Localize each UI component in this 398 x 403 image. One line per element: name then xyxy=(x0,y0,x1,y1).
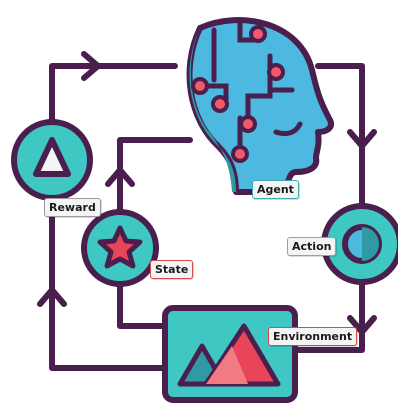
reward-node xyxy=(11,119,93,201)
mountain-icon xyxy=(177,323,281,387)
environment-node xyxy=(162,305,298,403)
reward-to-agent-line xyxy=(49,63,178,131)
agent-to-action-line xyxy=(315,63,365,211)
arrow-icon xyxy=(347,315,377,335)
arrows xyxy=(37,51,377,335)
action-label: Action xyxy=(287,237,337,256)
env-to-state-line xyxy=(117,279,168,329)
reward-label: Reward xyxy=(44,198,101,217)
arrow-icon xyxy=(37,287,67,307)
arrow-icon xyxy=(105,167,135,187)
arrow-icon xyxy=(347,129,377,149)
loop-lines xyxy=(49,63,365,371)
star-icon xyxy=(97,225,143,269)
state-node xyxy=(81,209,159,287)
agent-label: Agent xyxy=(252,180,299,199)
environment-label: Environment xyxy=(268,327,358,346)
state-to-agent-line xyxy=(117,137,193,215)
triangle-icon xyxy=(33,137,71,177)
env-to-reward-line xyxy=(49,195,168,371)
state-label: State xyxy=(150,260,194,279)
arrow-icon xyxy=(81,51,101,81)
action-to-env-line xyxy=(292,277,365,353)
action-node xyxy=(321,203,398,285)
head-icon xyxy=(186,17,334,195)
